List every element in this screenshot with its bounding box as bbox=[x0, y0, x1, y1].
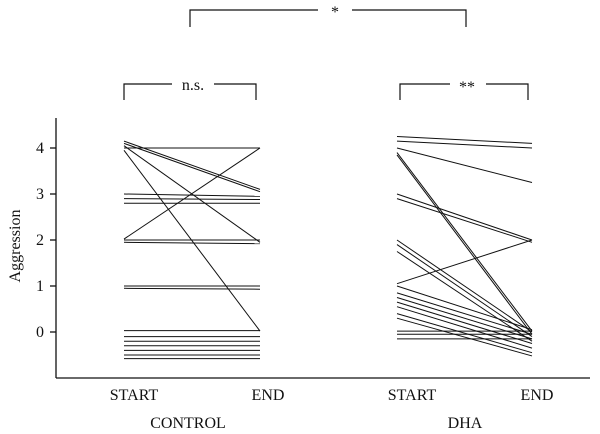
bracket-control bbox=[123, 83, 257, 100]
dha-subject-line-16 bbox=[396, 306, 533, 349]
control-subject-line-11 bbox=[123, 241, 261, 245]
dha-subject-line-14 bbox=[396, 297, 533, 340]
control-subject-line-2 bbox=[123, 142, 261, 193]
y-ticks: 0 1 2 3 4 bbox=[36, 140, 56, 341]
control-subject-line-7 bbox=[123, 198, 261, 201]
y-tick-label-2: 2 bbox=[36, 232, 44, 249]
dha-subject-line-3 bbox=[396, 147, 533, 183]
dha-subject-line-17 bbox=[396, 313, 533, 354]
y-axis-label: Aggression bbox=[7, 210, 24, 283]
dha-subject-line-18 bbox=[396, 317, 533, 357]
series-lines bbox=[123, 136, 533, 360]
dha-subject-line-13 bbox=[396, 292, 533, 335]
y-tick-label-3: 3 bbox=[36, 186, 44, 203]
dha-subject-line-11 bbox=[396, 239, 533, 285]
x-tick-control-start: START bbox=[110, 387, 159, 404]
dha-subject-line-5 bbox=[396, 154, 533, 335]
y-tick-label-4: 4 bbox=[36, 140, 44, 157]
group-label-dha: DHA bbox=[448, 415, 483, 432]
annotation-double-star: ** bbox=[459, 79, 475, 96]
bracket-dha bbox=[399, 83, 529, 100]
x-tick-control-end: END bbox=[252, 387, 285, 404]
dha-subject-line-10 bbox=[396, 251, 533, 342]
bracket-control-vs-dha bbox=[189, 9, 467, 27]
dha-subject-line-8 bbox=[396, 239, 533, 333]
annotation-star: * bbox=[331, 4, 339, 21]
group-label-control: CONTROL bbox=[150, 415, 226, 432]
y-tick-label-1: 1 bbox=[36, 278, 44, 295]
control-subject-line-1 bbox=[123, 140, 261, 190]
dha-subject-line-12 bbox=[396, 285, 533, 331]
control-subject-line-9 bbox=[123, 147, 261, 240]
x-tick-dha-start: START bbox=[388, 387, 437, 404]
dha-subject-line-4 bbox=[396, 152, 533, 332]
dha-subject-line-1 bbox=[396, 136, 533, 144]
y-tick-label-0: 0 bbox=[36, 324, 44, 341]
dha-subject-line-9 bbox=[396, 244, 533, 338]
dha-subject-line-2 bbox=[396, 140, 533, 149]
x-tick-dha-end: END bbox=[521, 387, 554, 404]
control-subject-line-13 bbox=[123, 287, 261, 290]
control-subject-line-5 bbox=[123, 149, 261, 332]
dha-subject-line-6 bbox=[396, 193, 533, 241]
dha-subject-line-15 bbox=[396, 301, 533, 344]
dha-subject-line-7 bbox=[396, 198, 533, 243]
annotation-ns: n.s. bbox=[182, 77, 204, 94]
control-subject-line-6 bbox=[123, 193, 261, 197]
